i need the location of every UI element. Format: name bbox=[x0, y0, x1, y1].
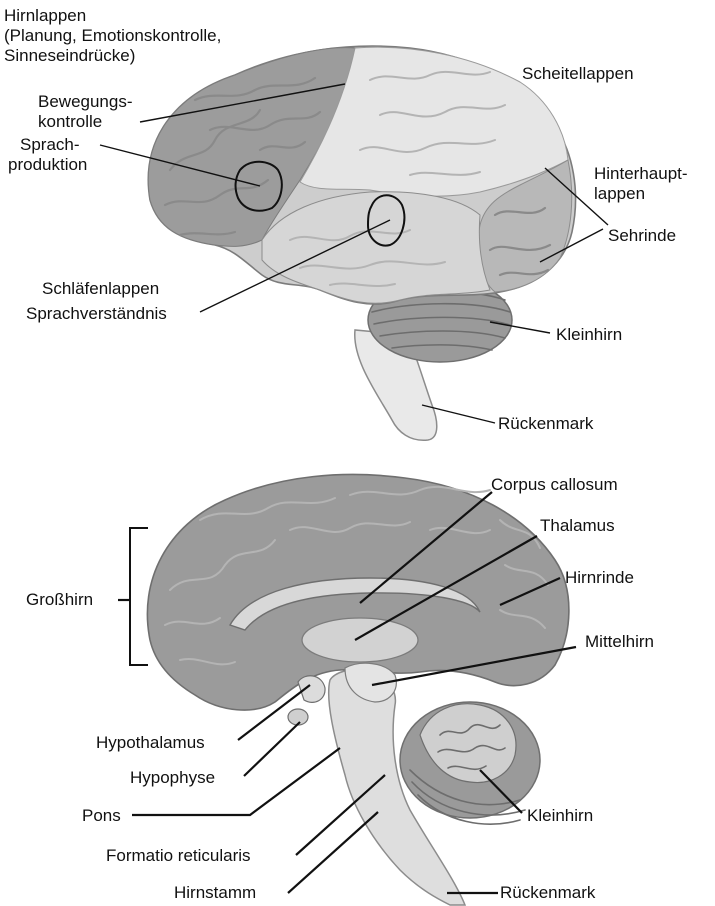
label-visual-cortex: Sehrinde bbox=[608, 226, 676, 246]
thalamus-shape bbox=[302, 618, 418, 662]
label-visual-cortex-text: Sehrinde bbox=[608, 226, 676, 246]
label-spinal-cord-top: Rückenmark bbox=[498, 414, 593, 434]
label-cerebral-cortex-text: Hirnrinde bbox=[565, 568, 634, 588]
label-cerebellum-top: Kleinhirn bbox=[556, 325, 622, 345]
label-cerebrum-text: Großhirn bbox=[26, 590, 93, 610]
label-pons: Pons bbox=[82, 806, 121, 826]
label-pituitary: Hypophyse bbox=[130, 768, 215, 788]
label-frontal-lobe-line-2: (Planung, Emotionskontrolle, bbox=[4, 26, 221, 46]
label-cerebellum-bottom: Kleinhirn bbox=[527, 806, 593, 826]
label-occipital-lobe-line-2: lappen bbox=[594, 184, 688, 204]
label-cerebellum-bottom-text: Kleinhirn bbox=[527, 806, 593, 826]
label-spinal-cord-bottom: Rückenmark bbox=[500, 883, 595, 903]
label-cerebral-cortex: Hirnrinde bbox=[565, 568, 634, 588]
label-cerebrum: Großhirn bbox=[26, 590, 93, 610]
label-occipital-lobe-line-1: Hinterhaupt- bbox=[594, 164, 688, 184]
label-midbrain: Mittelhirn bbox=[585, 632, 654, 652]
label-speech-comprehension: Sprachverständnis bbox=[26, 304, 167, 324]
label-speech-production: Sprach- produktion bbox=[8, 135, 87, 175]
label-corpus-callosum-text: Corpus callosum bbox=[491, 475, 618, 495]
label-temporal-lobe: Schläfenlappen bbox=[42, 279, 159, 299]
label-parietal-lobe-text: Scheitellappen bbox=[522, 64, 634, 84]
label-speech-production-line-1: Sprach- bbox=[8, 135, 87, 155]
label-temporal-lobe-text: Schläfenlappen bbox=[42, 279, 159, 299]
label-speech-comprehension-text: Sprachverständnis bbox=[26, 304, 167, 324]
label-spinal-cord-bottom-text: Rückenmark bbox=[500, 883, 595, 903]
label-hypothalamus: Hypothalamus bbox=[96, 733, 205, 753]
label-motor-control-line-1: Bewegungs- bbox=[38, 92, 133, 112]
label-cerebellum-top-text: Kleinhirn bbox=[556, 325, 622, 345]
hypothalamus-shape bbox=[298, 676, 325, 703]
label-thalamus: Thalamus bbox=[540, 516, 615, 536]
label-spinal-cord-top-text: Rückenmark bbox=[498, 414, 593, 434]
label-brainstem: Hirnstamm bbox=[174, 883, 256, 903]
label-parietal-lobe: Scheitellappen bbox=[522, 64, 634, 84]
lateral-brain-view bbox=[148, 46, 575, 440]
label-pituitary-text: Hypophyse bbox=[130, 768, 215, 788]
label-frontal-lobe: Hirnlappen (Planung, Emotionskontrolle, … bbox=[4, 6, 221, 66]
label-corpus-callosum: Corpus callosum bbox=[491, 475, 618, 495]
label-brainstem-text: Hirnstamm bbox=[174, 883, 256, 903]
label-occipital-lobe: Hinterhaupt- lappen bbox=[594, 164, 688, 204]
label-motor-control-line-2: kontrolle bbox=[38, 112, 133, 132]
label-midbrain-text: Mittelhirn bbox=[585, 632, 654, 652]
label-pons-text: Pons bbox=[82, 806, 121, 826]
label-frontal-lobe-line-3: Sinneseindrücke) bbox=[4, 46, 221, 66]
label-speech-production-line-2: produktion bbox=[8, 155, 87, 175]
label-reticular-formation-text: Formatio reticularis bbox=[106, 846, 251, 866]
cerebrum-bracket bbox=[130, 528, 148, 665]
sagittal-brain-view bbox=[130, 474, 569, 905]
label-thalamus-text: Thalamus bbox=[540, 516, 615, 536]
label-frontal-lobe-line-1: Hirnlappen bbox=[4, 6, 221, 26]
label-reticular-formation: Formatio reticularis bbox=[106, 846, 251, 866]
label-motor-control: Bewegungs- kontrolle bbox=[38, 92, 133, 132]
label-hypothalamus-text: Hypothalamus bbox=[96, 733, 205, 753]
cerebellum-sagittal bbox=[400, 702, 540, 824]
